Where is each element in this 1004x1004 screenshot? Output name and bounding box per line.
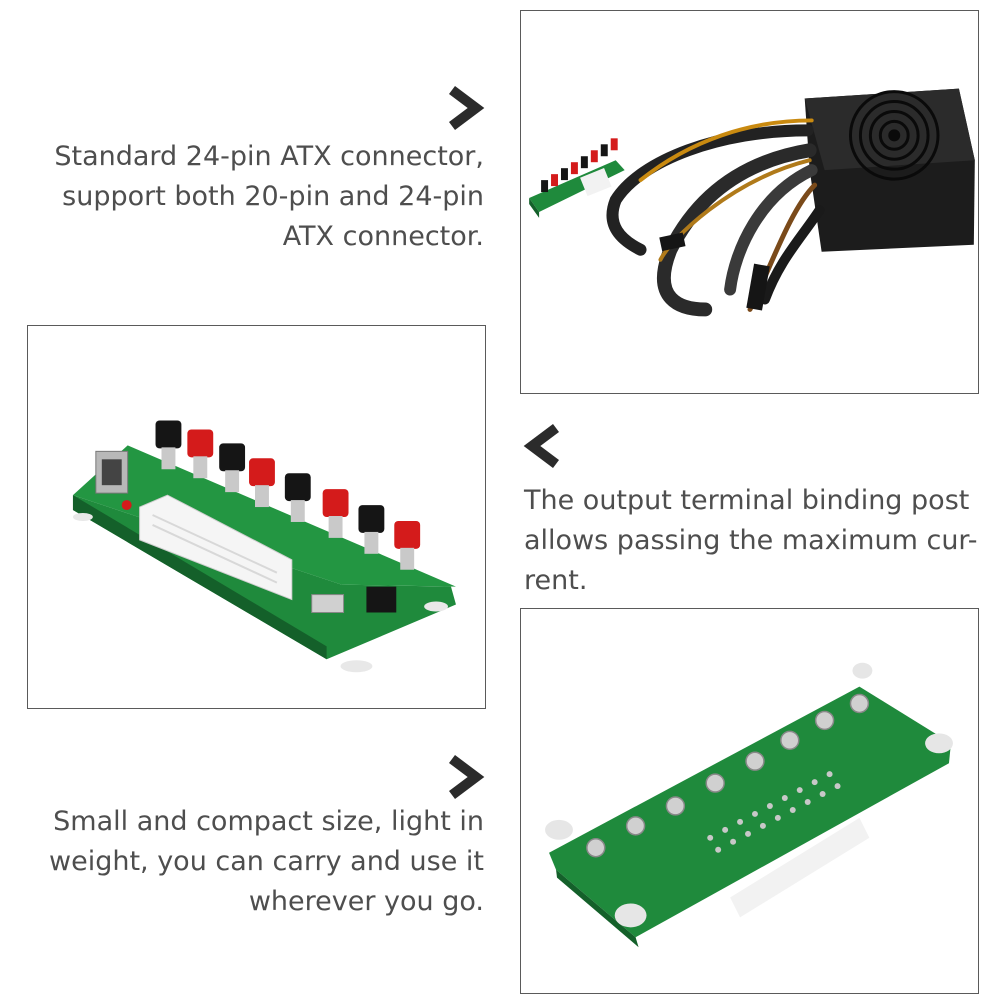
caption-line: Small and compact size, light in — [53, 806, 484, 837]
atx-caption: Standard 24-pin ATX connector, support b… — [14, 137, 484, 257]
chevron-right-icon — [446, 86, 486, 130]
caption-line: The output terminal binding post — [524, 485, 970, 516]
board-back-photo — [520, 608, 979, 994]
caption-line: support both 20-pin and 24-pin — [62, 181, 484, 212]
psu-photo — [520, 10, 979, 394]
board-front-illustration — [72, 420, 456, 673]
caption-line: Standard 24-pin ATX connector, — [54, 141, 484, 172]
caption-line: ATX connector. — [282, 221, 484, 252]
board-back-illustration — [545, 662, 953, 948]
board-front-photo — [27, 325, 486, 709]
psu-illustration — [529, 88, 975, 317]
caption-line: allows passing the maximum cur- — [524, 525, 978, 556]
chevron-right-icon — [446, 755, 486, 799]
caption-line: rent. — [524, 565, 588, 596]
caption-line: weight, you can carry and use it — [49, 846, 484, 877]
compact-caption: Small and compact size, light in weight,… — [14, 802, 484, 922]
caption-line: wherever you go. — [248, 886, 484, 917]
binding-post-caption: The output terminal binding post allows … — [524, 481, 994, 601]
chevron-left-icon — [522, 424, 562, 468]
